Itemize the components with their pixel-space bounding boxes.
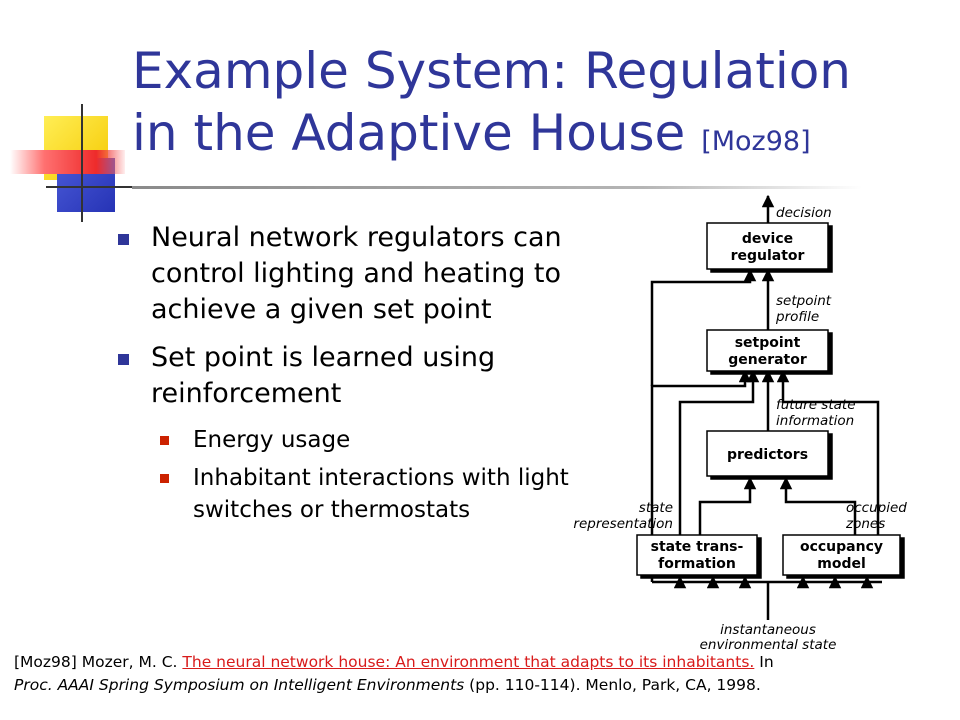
state-to-predictors-line [698, 476, 757, 535]
sub-bullet-square-icon [160, 436, 169, 445]
future-state-label-2: information [776, 413, 854, 429]
state-transformation-label-1: state trans- [651, 539, 744, 555]
architecture-diagram: device regulator setpoint generator pred… [573, 194, 907, 652]
predictors-box [706, 430, 829, 477]
title-line-2: in the Adaptive House [Moz98] [132, 102, 932, 173]
occupancy-to-setpoint-line [776, 369, 880, 535]
bullet-square-icon [118, 234, 129, 245]
state-representation-label-1: state [639, 500, 673, 516]
instantaneous-label-2: environmental state [700, 637, 837, 652]
device-regulator-label-1: device [742, 231, 793, 247]
footnote-after-link: In [754, 653, 774, 671]
decision-label: decision [776, 205, 832, 221]
device-regulator-label-2: regulator [731, 248, 805, 264]
bullet-item: Set point is learned using reinforcement [118, 340, 598, 412]
title-citation: [Moz98] [701, 126, 811, 157]
paper-title-link[interactable]: The neural network house: An environment… [182, 653, 755, 671]
bullet-text: Set point is learned using reinforcement [151, 342, 496, 409]
occupancy-model-label-2: model [817, 556, 866, 572]
occupancy-to-predictors-line [779, 476, 857, 535]
instantaneous-label-1: instantaneous [720, 622, 816, 638]
setpoint-profile-label-2: profile [775, 309, 819, 325]
left-feed-line [650, 369, 752, 582]
sub-bullet-square-icon [160, 474, 169, 483]
setpoint-generator-label-2: generator [728, 352, 807, 368]
title-line-2-text: in the Adaptive House [132, 104, 686, 162]
title-underline [132, 186, 862, 189]
occupancy-model-label-1: occupancy [800, 539, 883, 555]
decor-vertical-line [81, 104, 83, 222]
setpoint-generator-label-1: setpoint [735, 335, 801, 351]
sub-bullet-item: Energy usage [160, 424, 598, 456]
bullet-square-icon [118, 354, 129, 365]
state-transformation-box [636, 534, 758, 576]
bullet-list: Neural network regulators can control li… [118, 220, 598, 532]
state-to-setpoint-line [678, 369, 760, 535]
future-state-label-1: future state [776, 397, 856, 413]
setpoint-generator-box [706, 329, 829, 372]
footnote-venue: Proc. AAAI Spring Symposium on Intellige… [14, 676, 465, 694]
decor-red-bar [10, 150, 125, 174]
footnote-prefix: [Moz98] Mozer, M. C. [14, 653, 183, 671]
sub-bullet-text: Energy usage [193, 427, 351, 453]
sub-bullet-item: Inhabitant interactions with light switc… [160, 462, 598, 526]
state-representation-label-2: representation [573, 516, 673, 532]
state-transformation-label-2: formation [658, 556, 736, 572]
bullet-text: Neural network regulators can control li… [151, 222, 562, 325]
page-title: Example System: Regulation in the Adapti… [132, 40, 932, 173]
device-regulator-box [706, 222, 829, 270]
bullet-item: Neural network regulators can control li… [118, 220, 598, 328]
occupancy-model-box [782, 534, 901, 576]
occupied-zones-label-1: occupied [846, 500, 907, 516]
predictors-label: predictors [727, 447, 808, 463]
setpoint-profile-label-1: setpoint [776, 293, 832, 309]
left-feed-to-regulator-line [650, 268, 757, 386]
occupied-zones-label-2: zones [845, 516, 885, 532]
citation-footnote: [Moz98] Mozer, M. C. The neural network … [14, 651, 954, 697]
sub-bullet-text: Inhabitant interactions with light switc… [193, 465, 569, 523]
title-line-1: Example System: Regulation [132, 42, 851, 100]
footnote-rest: (pp. 110-114). Menlo, Park, CA, 1998. [464, 676, 761, 694]
decor-horizontal-line [46, 186, 132, 188]
